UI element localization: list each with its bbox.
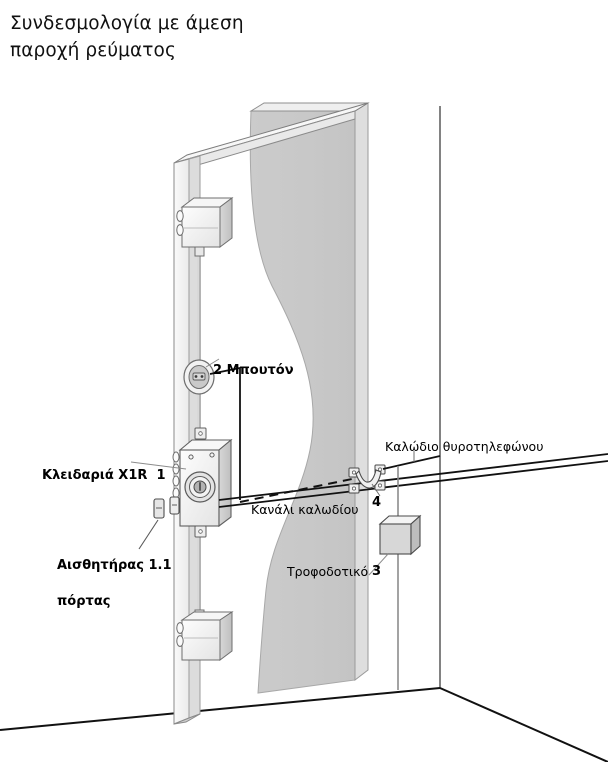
strike-hole-c bbox=[172, 475, 180, 487]
strike-hole-upper-b bbox=[176, 224, 184, 236]
label-push-button: 2 Μπουτόν bbox=[213, 348, 294, 378]
label-button-number: 2 bbox=[213, 363, 223, 378]
dashed-cable-path bbox=[239, 478, 353, 503]
floor-line-left bbox=[0, 687, 441, 731]
label-cable-channel: Κανάλι καλωδίου bbox=[251, 502, 359, 517]
lock-keeper-top-hole bbox=[198, 431, 203, 436]
lock-keyway bbox=[199, 482, 201, 491]
intercom-cable-top bbox=[382, 455, 441, 470]
door-right-edge bbox=[354, 102, 369, 682]
page-title: Συνδεσμολογία με άμεση παροχή ρεύματος bbox=[10, 13, 244, 61]
intercom-cable-run bbox=[382, 451, 441, 690]
strike-hole-lower-a bbox=[176, 622, 184, 634]
channel-plate-left-lower-hole bbox=[352, 486, 356, 491]
lock-output-cable-2 bbox=[218, 460, 608, 508]
sensor-leader-line bbox=[138, 519, 159, 550]
label-power-supply: Τροφοδοτικό bbox=[287, 564, 369, 579]
label-door-sensor: Αισθητήρας 1.1 πόρτας bbox=[57, 539, 172, 611]
button-contact-right bbox=[200, 375, 204, 378]
lock-leader-line bbox=[130, 461, 187, 470]
label-sensor-text-line2: πόρτας bbox=[57, 594, 111, 609]
button-leader-line bbox=[205, 358, 220, 368]
label-lock-text: Κλειδαριά X1R bbox=[42, 468, 148, 483]
power-supply-unit bbox=[368, 514, 422, 576]
channel-plate-right-lower-hole bbox=[378, 483, 382, 488]
sensor-door-part bbox=[169, 496, 180, 515]
lock-box-side bbox=[218, 438, 232, 528]
psu-side bbox=[410, 514, 421, 556]
strike-hole-a bbox=[172, 451, 180, 463]
label-power-supply-number: 3 bbox=[372, 564, 382, 579]
channel-plate-left-hole bbox=[352, 470, 356, 475]
button-switch-plate[interactable] bbox=[192, 372, 206, 381]
lock-keeper-bottom-hole bbox=[198, 529, 203, 534]
door-sensor-unit bbox=[138, 496, 180, 550]
door-panel bbox=[249, 102, 370, 694]
frame-jamb-base bbox=[173, 713, 201, 725]
label-cable-channel-number: 4 bbox=[372, 495, 382, 510]
button-contact-left bbox=[194, 375, 198, 378]
lock-screw-top-right bbox=[209, 452, 215, 458]
lock-output-cable bbox=[218, 453, 608, 501]
strike-hole-lower-b bbox=[176, 635, 184, 647]
lock-screw-top-left bbox=[188, 454, 194, 460]
lower-box-face bbox=[181, 619, 221, 661]
psu-face bbox=[379, 523, 412, 555]
cable-channel-unit bbox=[348, 464, 386, 497]
upper-box-side bbox=[219, 197, 233, 248]
floor-line-right bbox=[439, 687, 608, 762]
door-leaf-shape bbox=[249, 110, 356, 694]
upper-locking-unit bbox=[176, 197, 234, 257]
installation-diagram: Κλειδαριά X1R 1 Αισθητήρας 1.1 πόρτας 2 … bbox=[0, 70, 608, 762]
sensor-jamb-part bbox=[153, 498, 165, 519]
strike-hole-upper-a bbox=[176, 210, 184, 222]
room-shell bbox=[0, 106, 608, 762]
channel-flex-loop bbox=[355, 469, 382, 489]
label-intercom-cable: Καλώδιο θυροτηλεφώνου bbox=[385, 439, 544, 454]
push-button-unit[interactable] bbox=[183, 358, 241, 500]
strike-hole-b bbox=[172, 463, 180, 475]
concealed-cable-run bbox=[239, 478, 353, 503]
upper-box-face bbox=[181, 206, 221, 248]
main-lock-body bbox=[130, 427, 608, 538]
label-sensor-text: Αισθητήρας bbox=[57, 558, 144, 573]
label-sensor-number: 1.1 bbox=[148, 558, 172, 573]
label-button-text: Μπουτόν bbox=[226, 363, 294, 378]
label-lock-number: 1 bbox=[156, 468, 166, 483]
channel-leader-line bbox=[371, 483, 381, 497]
lower-locking-unit bbox=[176, 609, 234, 661]
label-lock: Κλειδαριά X1R 1 bbox=[42, 453, 165, 483]
psu-leader-line bbox=[368, 553, 389, 576]
lower-box-side bbox=[219, 611, 233, 661]
button-wire bbox=[209, 366, 241, 500]
upper-keeper bbox=[194, 246, 205, 257]
diagram-canvas bbox=[0, 102, 608, 762]
